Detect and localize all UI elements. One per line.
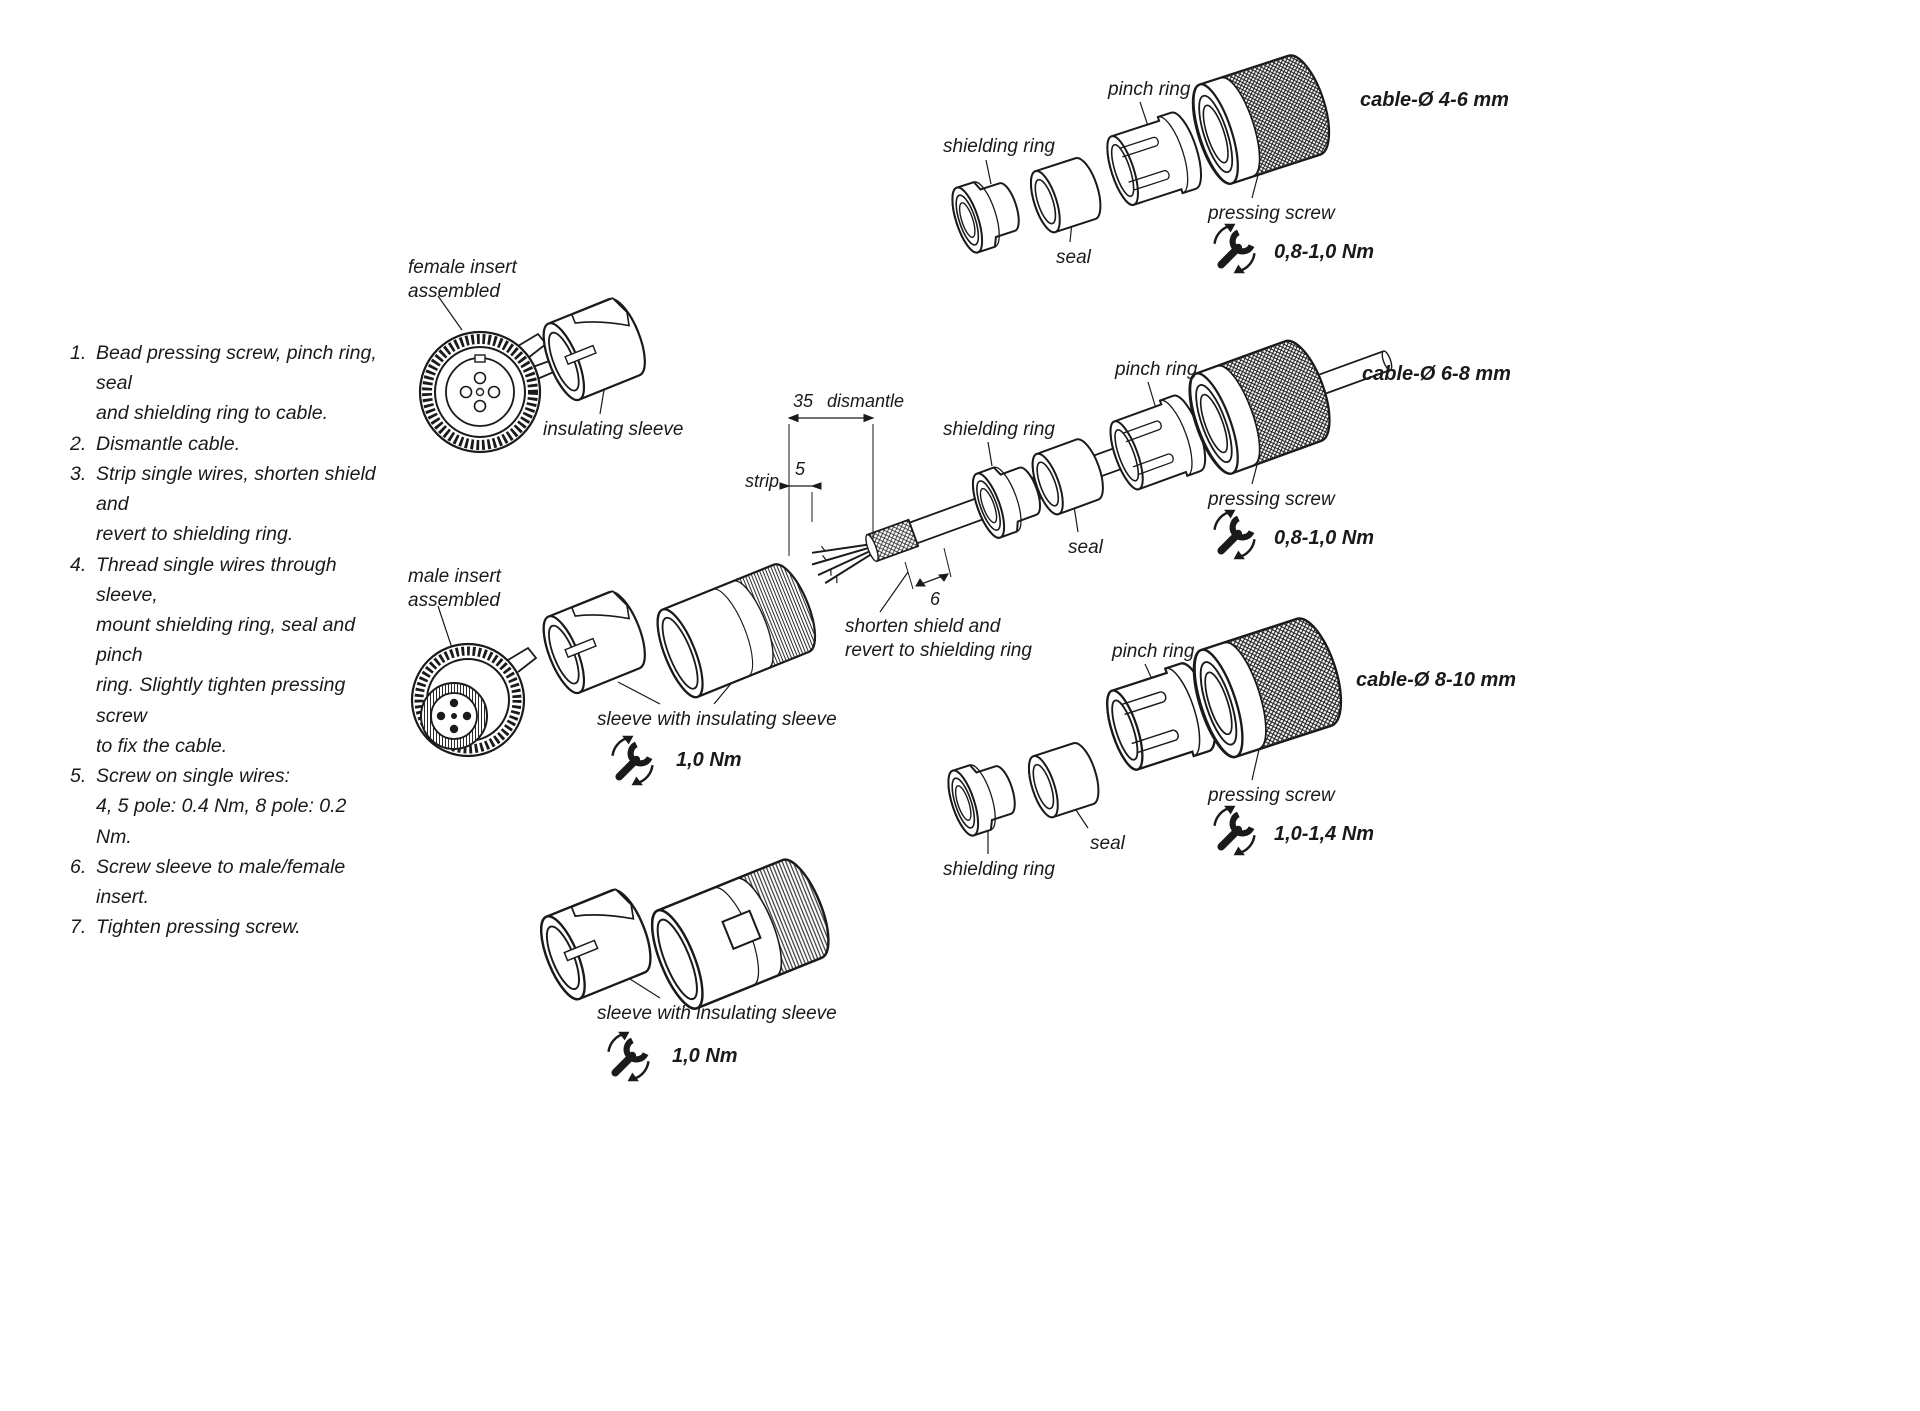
pressing-screw-label: pressing screw xyxy=(1208,785,1335,806)
torque-value: 1,0 Nm xyxy=(672,1045,738,1067)
instruction-number: 5. xyxy=(70,765,87,788)
male-insert-label: male insert assembled xyxy=(408,566,501,611)
seal-label: seal xyxy=(1068,537,1103,558)
shielding-ring-label: shielding ring xyxy=(943,859,1055,880)
sleeve-with-insulating-sleeve-label: sleeve with insulating sleeve xyxy=(597,709,837,730)
shield-value: 6 xyxy=(930,589,941,609)
dismantle-label: dismantle xyxy=(827,391,905,411)
instruction-number: 3. xyxy=(70,462,87,485)
torque-value: 1,0-1,4 Nm xyxy=(1274,823,1375,845)
shielding-ring-label: shielding ring xyxy=(943,419,1055,440)
instruction-text: Screw on single wires: 4, 5 pole: 0.4 Nm… xyxy=(96,765,347,848)
instruction-number: 4. xyxy=(70,553,87,576)
instruction-number: 2. xyxy=(70,432,87,455)
cable-assembly-drawing xyxy=(811,333,1393,584)
torque-wrench-icon xyxy=(1215,806,1255,855)
sleeve-with-insulating-sleeve-label: sleeve with insulating sleeve xyxy=(597,1003,837,1024)
torque-wrench-icon xyxy=(1215,224,1255,273)
pinch-ring-drawing-top xyxy=(1098,107,1210,213)
female-insert-label: female insert assembled xyxy=(408,257,517,302)
female-insert-drawing xyxy=(420,332,556,452)
instruction-text: Strip single wires, shorten shield and r… xyxy=(96,462,376,546)
instruction-text: Bead pressing screw, pinch ring, seal an… xyxy=(96,342,377,425)
instruction-text: Screw sleeve to male/female insert. xyxy=(96,855,346,908)
seal-drawing-top xyxy=(1024,153,1108,237)
pressing-screw-drawing-top xyxy=(1182,48,1341,190)
instruction-step: 2. Dismantle cable. xyxy=(70,429,382,459)
cable-diameter-label: cable-Ø 4-6 mm xyxy=(1360,89,1509,111)
insulating-sleeve-label: insulating sleeve xyxy=(543,419,684,440)
torque-wrench-icon xyxy=(1215,510,1255,559)
torque-value: 0,8-1,0 Nm xyxy=(1274,241,1375,263)
shielding-ring-drawing-bottom xyxy=(941,753,1024,840)
sleeve-bottom-barrel-drawing xyxy=(640,851,841,1016)
pressing-screw-label: pressing screw xyxy=(1208,489,1335,510)
torque-wrench-icon xyxy=(609,1032,649,1081)
insulating-sleeve-drawing xyxy=(534,292,655,406)
torque-value: 1,0 Nm xyxy=(676,749,742,771)
pinch-ring-label: pinch ring xyxy=(1112,641,1195,662)
instruction-number: 6. xyxy=(70,855,87,878)
instruction-text: Thread single wires through sleeve, moun… xyxy=(96,553,356,757)
cable-diameter-label: cable-Ø 6-8 mm xyxy=(1362,363,1511,385)
pinch-ring-label: pinch ring xyxy=(1115,359,1198,380)
sleeve-top-barrel-drawing xyxy=(647,557,826,704)
strip-value: 5 xyxy=(795,459,806,479)
instruction-number: 1. xyxy=(70,342,87,364)
shielding-ring-drawing-top xyxy=(945,170,1028,257)
sleeve-top-insulating-drawing xyxy=(534,585,655,699)
seal-drawing-bottom xyxy=(1022,738,1106,822)
cable-diameter-label: cable-Ø 8-10 mm xyxy=(1356,669,1517,691)
instruction-text: Tighten pressing screw. xyxy=(96,916,301,939)
shield-note: shorten shield and revert to shielding r… xyxy=(845,616,1032,661)
instruction-text: Dismantle cable. xyxy=(96,432,241,455)
torque-value: 0,8-1,0 Nm xyxy=(1274,527,1375,549)
male-insert-drawing xyxy=(412,644,536,756)
pinch-ring-label: pinch ring xyxy=(1108,79,1191,100)
dismantle-dimension: 35 dismantle xyxy=(793,390,904,413)
instruction-step: 6. Screw sleeve to male/female insert. xyxy=(70,852,382,912)
instruction-step: 3. Strip single wires, shorten shield and… xyxy=(70,459,382,550)
sleeve-bottom-insulating-drawing xyxy=(531,883,661,1006)
strip-label: strip xyxy=(745,471,780,491)
dismantle-value: 35 xyxy=(793,391,814,411)
leader-lines xyxy=(437,101,1265,999)
seal-label: seal xyxy=(1090,833,1125,854)
seal-label: seal xyxy=(1056,247,1091,268)
dimension-lines xyxy=(779,413,952,590)
instruction-step: 5. Screw on single wires: 4, 5 pole: 0.4 … xyxy=(70,761,382,852)
instruction-step: 7. Tighten pressing screw. xyxy=(70,912,382,942)
instruction-number: 7. xyxy=(70,916,87,939)
instruction-step: 1. Bead pressing screw, pinch ring, seal … xyxy=(70,338,382,429)
instruction-step: 4. Thread single wires through sleeve, mo… xyxy=(70,550,382,762)
torque-wrench-icon xyxy=(613,736,653,785)
shielding-ring-label: shielding ring xyxy=(943,136,1055,157)
assembly-instructions: 1. Bead pressing screw, pinch ring, seal … xyxy=(70,338,382,942)
pressing-screw-label: pressing screw xyxy=(1208,203,1335,224)
